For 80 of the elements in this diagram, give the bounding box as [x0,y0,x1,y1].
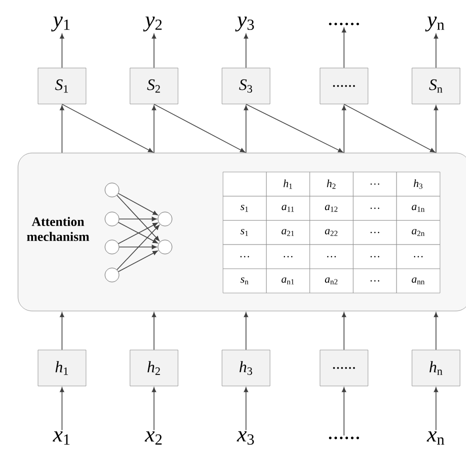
neuron-circle [158,212,172,226]
table-cell: … [310,244,354,269]
table-cell: a$_{n1}$ [266,268,310,294]
arrow [152,105,156,154]
process-box: S$_{3}$ [222,68,270,104]
table-cell: a$_{2n}$ [396,220,440,245]
arrow [118,216,157,222]
arrow [60,387,64,431]
neuron-circle [104,182,120,198]
variable-label: x$_{1}$ [52,431,70,445]
process-box: ...... [320,350,368,386]
variable-label: x$_{3}$ [236,431,254,445]
table-cell: … [396,244,440,269]
variable-label: y$_{1}$ [51,16,70,32]
table-cell: s$_{1}$ [222,220,267,245]
process-box: h$_{2}$ [130,350,178,386]
variable-label: ...... [328,22,360,26]
arrow [434,312,438,350]
table-cell: … [353,244,397,269]
table-cell: … [222,244,267,269]
process-box: S$_{n}$ [412,68,460,104]
arrow [152,312,156,350]
arrow [434,34,438,68]
table-cell: … [353,172,397,196]
table-cell: … [353,220,397,245]
arrow [342,28,346,68]
variable-label: y$_{3}$ [235,16,254,32]
arrow [60,34,64,68]
table-cell: a$_{nn}$ [396,268,440,294]
arrow [342,387,346,436]
arrow [116,194,160,242]
table-cell: h$_{3}$ [396,172,440,196]
arrow [152,34,156,68]
process-box: h$_{n}$ [412,350,460,386]
variable-label: y$_{2}$ [143,16,162,32]
arrow [60,105,64,154]
arrow [118,244,157,250]
arrow [62,104,154,152]
table-cell: … [353,268,397,294]
neuron-circle [104,212,120,226]
arrow [344,104,436,152]
arrow [434,105,438,154]
table-cell: a$_{11}$ [266,196,310,221]
table-cell: a$_{1n}$ [396,196,440,221]
variable-label: x$_{2}$ [144,431,162,445]
table-cell: … [353,196,397,221]
arrow [244,105,248,154]
arrow [60,312,64,350]
arrow [244,387,248,430]
arrow [342,105,346,154]
arrow [244,312,248,350]
process-box: h$_{3}$ [222,350,270,386]
arrow [118,193,158,216]
arrow [246,104,344,153]
process-box: h$_{1}$ [38,350,86,386]
table-cell: s$_{n}$ [222,268,267,294]
arrow [154,104,246,152]
neuron-circle [104,240,120,254]
table-cell: a$_{22}$ [310,220,354,245]
arrow [244,34,248,68]
table-cell: a$_{21}$ [266,220,310,245]
table-cell: … [266,244,310,269]
arrow [116,224,160,270]
arrow [342,312,346,350]
table-cell: h$_{2}$ [310,172,354,196]
process-box: S$_{1}$ [38,68,86,104]
variable-label: y$_{n}$ [425,16,444,32]
variable-label: x$_{n}$ [426,431,444,445]
variable-label: ...... [328,436,360,440]
neuron-circle [158,240,172,254]
neuron-circle [104,268,120,282]
process-box: ...... [320,68,368,104]
table-cell: s$_{1}$ [222,196,267,221]
arrow [434,387,438,431]
table-cell: h$_{1}$ [266,172,310,196]
arrow [152,387,156,431]
process-box: S$_{2}$ [130,68,178,104]
arrow [118,250,158,272]
table-cell: a$_{12}$ [310,196,354,221]
table-cell: a$_{n2}$ [310,268,354,294]
